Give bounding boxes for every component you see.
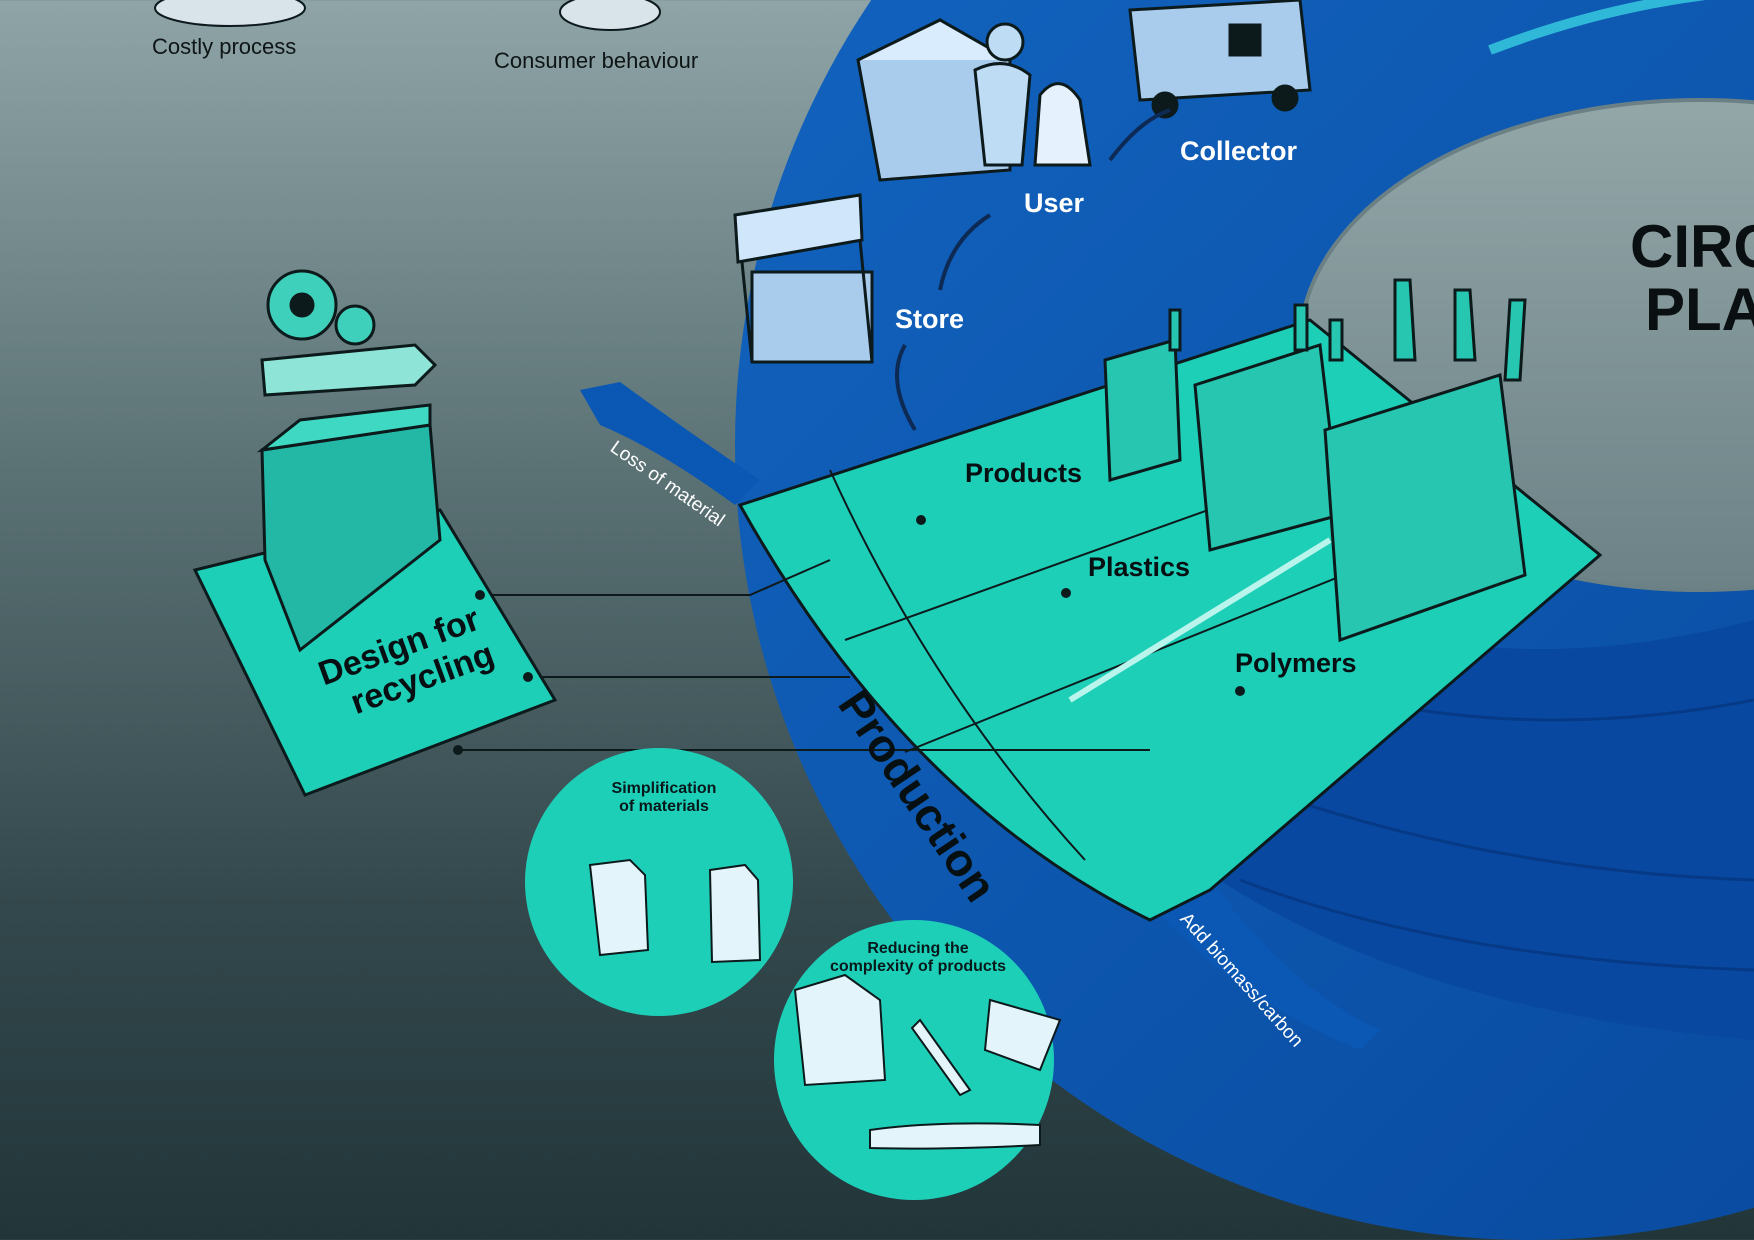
simplification-title: Simplification of materials xyxy=(584,780,744,816)
factory-small xyxy=(1103,308,1182,482)
jerrycan-icon xyxy=(588,858,762,964)
reducing-title-line2: complexity of products xyxy=(829,958,1007,975)
plastics-label: Plastics xyxy=(1088,552,1191,582)
factory-large xyxy=(1323,278,1527,643)
reducing-complexity-title: Reducing the complexity of products xyxy=(808,940,1028,976)
production-divider-1 xyxy=(829,469,1086,861)
collector-truck-illustration xyxy=(1128,0,1312,119)
loss-of-material-arrow xyxy=(580,382,760,505)
design-dot-2 xyxy=(523,672,533,682)
user-illustration xyxy=(973,22,1092,167)
polymers-label: Polymers xyxy=(1235,648,1357,678)
simplification-title-line2: of materials xyxy=(619,798,709,815)
products-dot xyxy=(916,515,926,525)
user-label: User xyxy=(1024,188,1085,218)
pencil-icon xyxy=(260,343,438,397)
cycle-title-line2: PLAS xyxy=(1645,276,1754,343)
cycle-title-line1: CIRC xyxy=(1630,213,1754,280)
cycle-arrows xyxy=(895,108,1171,432)
design-building xyxy=(256,403,442,653)
polymers-dot xyxy=(1235,686,1245,696)
costly-process-illustration xyxy=(154,0,306,27)
ring-band-line-3 xyxy=(1239,878,1754,972)
costly-process-label: Costly process xyxy=(152,34,297,59)
reducing-title-line1: Reducing the xyxy=(867,940,969,957)
connector-line-1 xyxy=(480,559,831,596)
top-arc xyxy=(1488,0,1706,55)
products-label: Products xyxy=(965,458,1083,488)
store-label: Store xyxy=(895,304,965,334)
production-highlight xyxy=(1068,537,1332,703)
collector-label: Collector xyxy=(1180,136,1298,166)
consumer-behaviour-illustration xyxy=(559,0,661,31)
consumer-behaviour-label: Consumer behaviour xyxy=(494,48,699,73)
design-dot-1 xyxy=(475,590,485,600)
gear-icon xyxy=(266,269,376,346)
add-biomass-arrow xyxy=(1160,872,1380,1050)
store-illustration xyxy=(733,193,874,364)
design-dot-3 xyxy=(453,745,463,755)
plastics-dot xyxy=(1061,588,1071,598)
product-items-icon xyxy=(793,973,1062,1150)
simplification-title-line1: Simplification xyxy=(611,780,717,797)
